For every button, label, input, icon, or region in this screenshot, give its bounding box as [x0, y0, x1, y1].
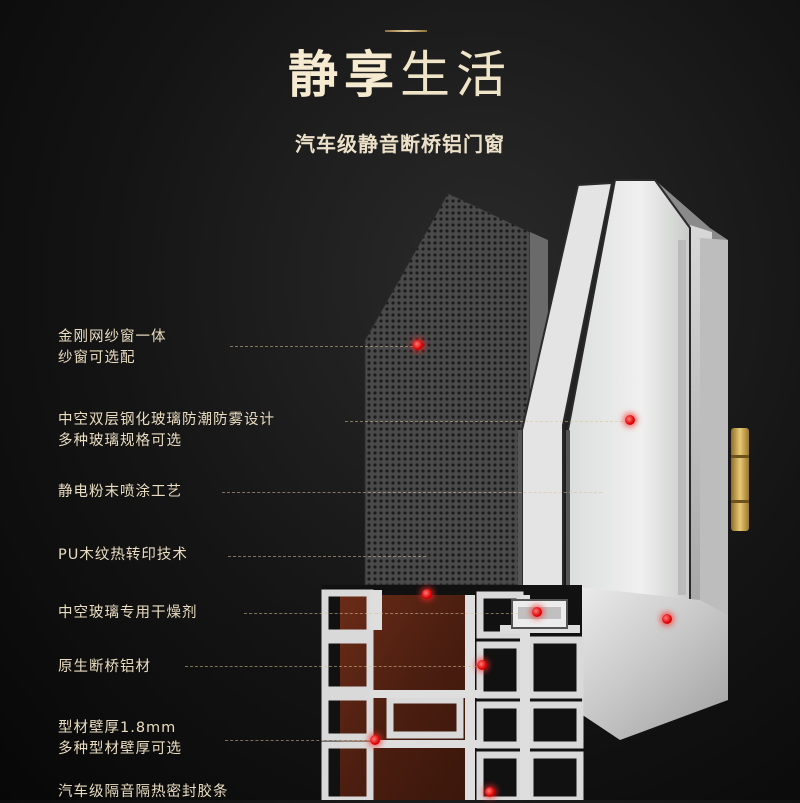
leader-line — [222, 492, 602, 493]
feature-line: 金刚网纱窗一体 — [58, 329, 167, 345]
feature-line: 汽车级隔音隔热密封胶条 — [58, 784, 229, 800]
feature-label-powder-coating: 静电粉末喷涂工艺 — [58, 482, 182, 503]
hinge — [731, 428, 749, 531]
page-title: 静享生活 — [0, 50, 800, 100]
feature-label-mesh-screen: 金刚网纱窗一体 纱窗可选配 — [58, 327, 167, 369]
feature-label-desiccant: 中空玻璃专用干燥剂 — [58, 603, 198, 624]
title-bold-part: 静享 — [288, 46, 400, 104]
title-divider — [385, 30, 427, 32]
feature-line: 多种型材壁厚可选 — [58, 741, 182, 757]
marker-dot — [532, 607, 542, 617]
page-subtitle: 汽车级静音断桥铝门窗 — [295, 132, 505, 156]
leader-line — [228, 556, 426, 557]
feature-line: 中空玻璃专用干燥剂 — [58, 605, 198, 621]
feature-line: 原生断桥铝材 — [58, 659, 151, 675]
marker-dot — [370, 735, 380, 745]
leader-line — [230, 346, 418, 347]
feature-label-double-glass: 中空双层钢化玻璃防潮防雾设计 多种玻璃规格可选 — [58, 410, 275, 452]
feature-line: 静电粉末喷涂工艺 — [58, 484, 182, 500]
leader-line — [225, 740, 375, 741]
leader-line — [345, 421, 628, 422]
feature-line: 型材壁厚1.8mm — [58, 720, 177, 736]
feature-label-thermal-break: 原生断桥铝材 — [58, 657, 151, 678]
marker-dot — [485, 787, 495, 797]
marker-dot — [422, 589, 432, 599]
marker-dot — [413, 340, 423, 350]
leader-line — [244, 613, 534, 614]
marker-dot — [625, 415, 635, 425]
feature-line: 中空双层钢化玻璃防潮防雾设计 — [58, 412, 275, 428]
profile-cross-section — [321, 585, 584, 800]
feature-label-wall-thickness: 型材壁厚1.8mm 多种型材壁厚可选 — [58, 718, 182, 760]
marker-dot — [477, 660, 487, 670]
feature-line: PU木纹热转印技术 — [58, 547, 188, 563]
marker-dot — [662, 614, 672, 624]
feature-label-pu-woodgrain: PU木纹热转印技术 — [58, 545, 188, 566]
feature-line: 纱窗可选配 — [58, 350, 136, 366]
feature-line: 多种玻璃规格可选 — [58, 433, 182, 449]
feature-label-seal-strip: 汽车级隔音隔热密封胶条 — [58, 782, 229, 803]
outer-frame — [645, 180, 728, 700]
title-thin-part: 生活 — [400, 46, 512, 104]
leader-line — [185, 666, 481, 667]
